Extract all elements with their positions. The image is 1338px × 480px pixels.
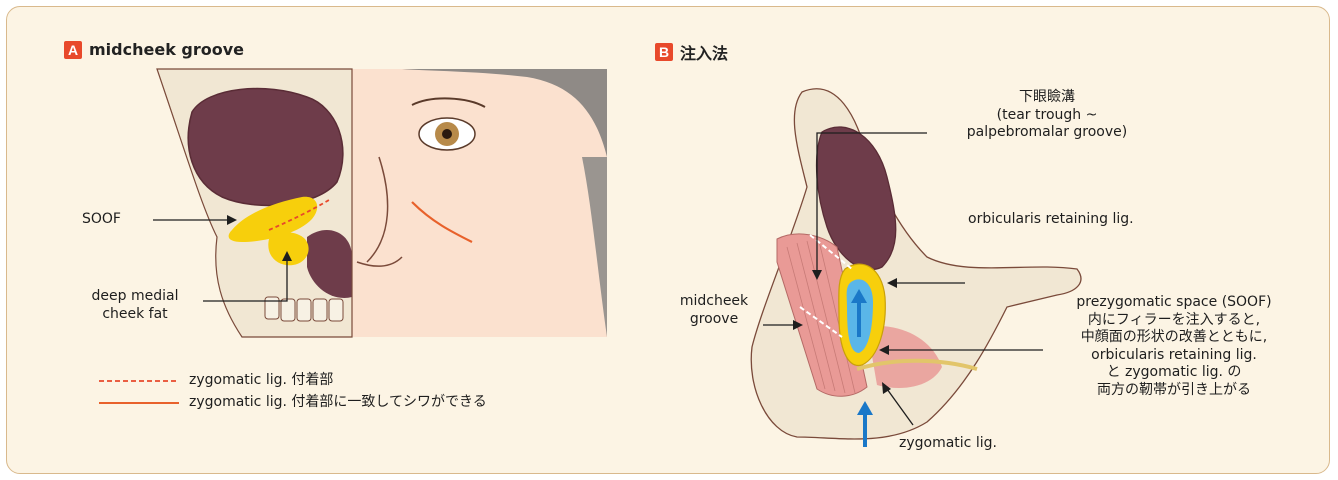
midcheek-line2: groove (659, 311, 769, 329)
note-line: prezygomatic space (SOOF) (1039, 294, 1309, 312)
tear-trough-line1: 下眼瞼溝 (927, 89, 1167, 107)
label-orbicularis: orbicularis retaining lig. (968, 211, 1134, 229)
tear-trough-line2: (tear trough ~ (927, 107, 1167, 125)
midcheek-line1: midcheek (659, 293, 769, 311)
label-midcheek-groove: midcheek groove (659, 293, 769, 328)
panel-b-illustration (7, 7, 1329, 473)
figure-frame: A midcheek groove B 注入法 (6, 6, 1330, 474)
label-zygomatic-lig: zygomatic lig. (899, 435, 997, 453)
note-line: 内にフィラーを注入すると, (1039, 312, 1309, 330)
tear-trough-line3: palpebromalar groove) (927, 124, 1167, 142)
note-line: と zygomatic lig. の (1039, 364, 1309, 382)
injection-note: prezygomatic space (SOOF) 内にフィラーを注入すると, … (1039, 294, 1309, 399)
note-line: orbicularis retaining lig. (1039, 347, 1309, 365)
label-tear-trough: 下眼瞼溝 (tear trough ~ palpebromalar groove… (927, 89, 1167, 142)
note-line: 両方の靭帯が引き上がる (1039, 382, 1309, 400)
note-line: 中顔面の形状の改善とともに, (1039, 329, 1309, 347)
